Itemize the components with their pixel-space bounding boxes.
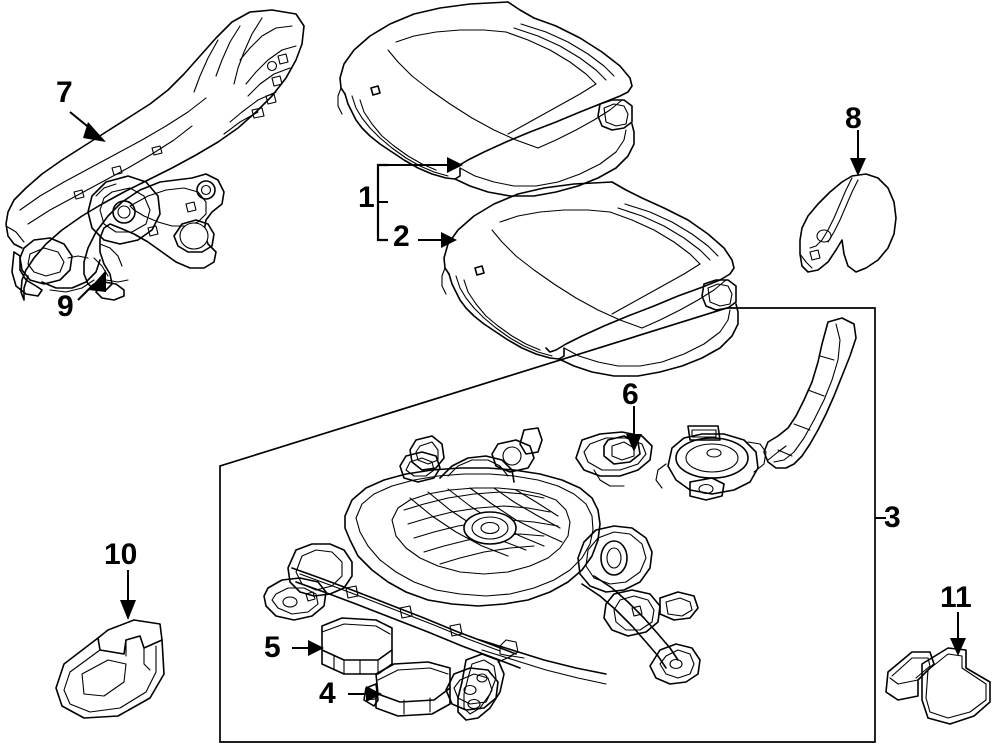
callout-leader-9 bbox=[77, 270, 106, 301]
arrowhead-10 bbox=[120, 600, 136, 620]
callout-number-5: 5 bbox=[264, 631, 281, 664]
module-lower-group bbox=[363, 661, 451, 717]
callout-number-7: 7 bbox=[56, 76, 73, 109]
callout-number-1: 1 bbox=[358, 181, 375, 214]
seat-cushion-pad-lower-group bbox=[441, 181, 739, 377]
arrowhead-11 bbox=[950, 638, 966, 656]
callout-leader-1 bbox=[376, 157, 463, 242]
callout-leader-6 bbox=[626, 406, 642, 452]
arrowhead-8 bbox=[850, 158, 866, 176]
callout-leader-2 bbox=[418, 232, 457, 248]
seat-cushion-pad-upper-group bbox=[337, 1, 635, 197]
callout-number-10: 10 bbox=[104, 538, 138, 571]
arrowhead-5 bbox=[308, 640, 324, 656]
callout-number-11: 11 bbox=[940, 581, 972, 614]
arrowhead-1 bbox=[447, 157, 463, 173]
track-end-cover-right-group bbox=[885, 647, 991, 725]
arrowhead-6 bbox=[626, 434, 642, 452]
curved-bracket-group bbox=[763, 317, 857, 469]
seat-back-frame-group bbox=[5, 9, 305, 301]
recliner-mechanism-group bbox=[67, 173, 225, 301]
arrowhead-4 bbox=[366, 686, 382, 702]
callout-leader-11 bbox=[950, 612, 966, 656]
callout-leader-7 bbox=[69, 111, 106, 142]
assembly-enclosure-box bbox=[219, 307, 876, 743]
module-upper-group bbox=[321, 617, 393, 675]
callout-leader-8 bbox=[850, 130, 866, 176]
seat-motor-actuator-group bbox=[575, 425, 767, 501]
callout-number-6: 6 bbox=[622, 378, 639, 411]
seat-track-assembly-group bbox=[263, 427, 701, 711]
side-shield-panel-group bbox=[799, 173, 897, 273]
callout-number-8: 8 bbox=[845, 102, 862, 135]
callout-number-9: 9 bbox=[57, 290, 74, 323]
track-end-cover-left-group bbox=[55, 619, 165, 719]
small-anchor-bracket-group bbox=[457, 653, 525, 721]
arrowhead-2 bbox=[441, 232, 457, 248]
callout-leader-5 bbox=[292, 640, 324, 656]
callout-number-3: 3 bbox=[884, 501, 901, 534]
arrowhead-9 bbox=[88, 270, 106, 292]
callout-number-2: 2 bbox=[393, 220, 410, 253]
callout-number-4: 4 bbox=[319, 677, 336, 710]
arrowhead-7 bbox=[83, 122, 106, 142]
callout-leader-10 bbox=[120, 570, 136, 620]
callout-leader-4 bbox=[348, 686, 382, 702]
